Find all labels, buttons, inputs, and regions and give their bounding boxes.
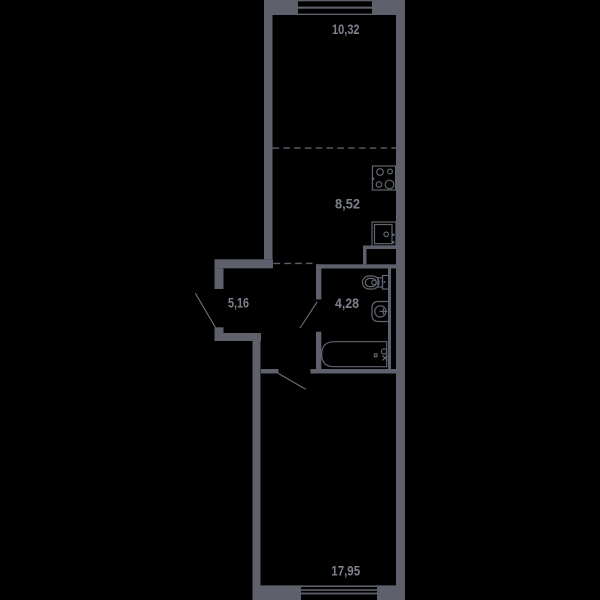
wall-bath-left-upper	[316, 264, 322, 300]
window-top-icon	[298, 1, 372, 15]
wall-bath-top	[316, 264, 396, 269]
wall-right-outer	[396, 0, 405, 600]
area-labels: 10,32 8,52 5,16 4,28 17,95	[228, 21, 360, 579]
wall-bath-left-lower	[316, 331, 322, 374]
wall-left-bedroom	[252, 341, 261, 600]
bedroom-area-label: 17,95	[331, 563, 360, 579]
washbasin-icon	[371, 300, 389, 323]
bathroom-door-swing	[299, 301, 318, 329]
living-room-area-label: 10,32	[332, 21, 360, 37]
wall-hall-bottom	[214, 333, 261, 341]
wall-bath-bottom	[310, 369, 396, 374]
kitchen-area-label: 8,52	[335, 195, 360, 211]
wall-shaft-left	[363, 249, 367, 265]
window-top-mid-line	[298, 6, 372, 9]
bathtub-icon	[321, 341, 389, 368]
wall-left-living	[264, 15, 273, 260]
window-bottom-mid-line	[301, 589, 377, 591]
wall-bath-cabin-right	[388, 268, 391, 369]
window-top-inner-line	[298, 13, 372, 15]
window-bottom-icon	[301, 587, 377, 600]
entrance-door-swing	[194, 292, 216, 328]
wall-hall-top	[214, 259, 273, 269]
window-bottom-outer-line	[301, 592, 377, 595]
stove-icon	[371, 165, 397, 191]
bedroom-door-swing	[278, 372, 307, 390]
kitchen-sink-icon	[371, 221, 397, 247]
wall-bedroom-door-stub	[261, 369, 279, 374]
wall-hall-left-upper	[214, 268, 224, 289]
bathroom-area-label: 4,28	[335, 295, 359, 311]
wall-shaft-top	[363, 245, 396, 249]
hallway-area-label: 5,16	[228, 295, 249, 311]
toilet-icon	[361, 274, 390, 290]
